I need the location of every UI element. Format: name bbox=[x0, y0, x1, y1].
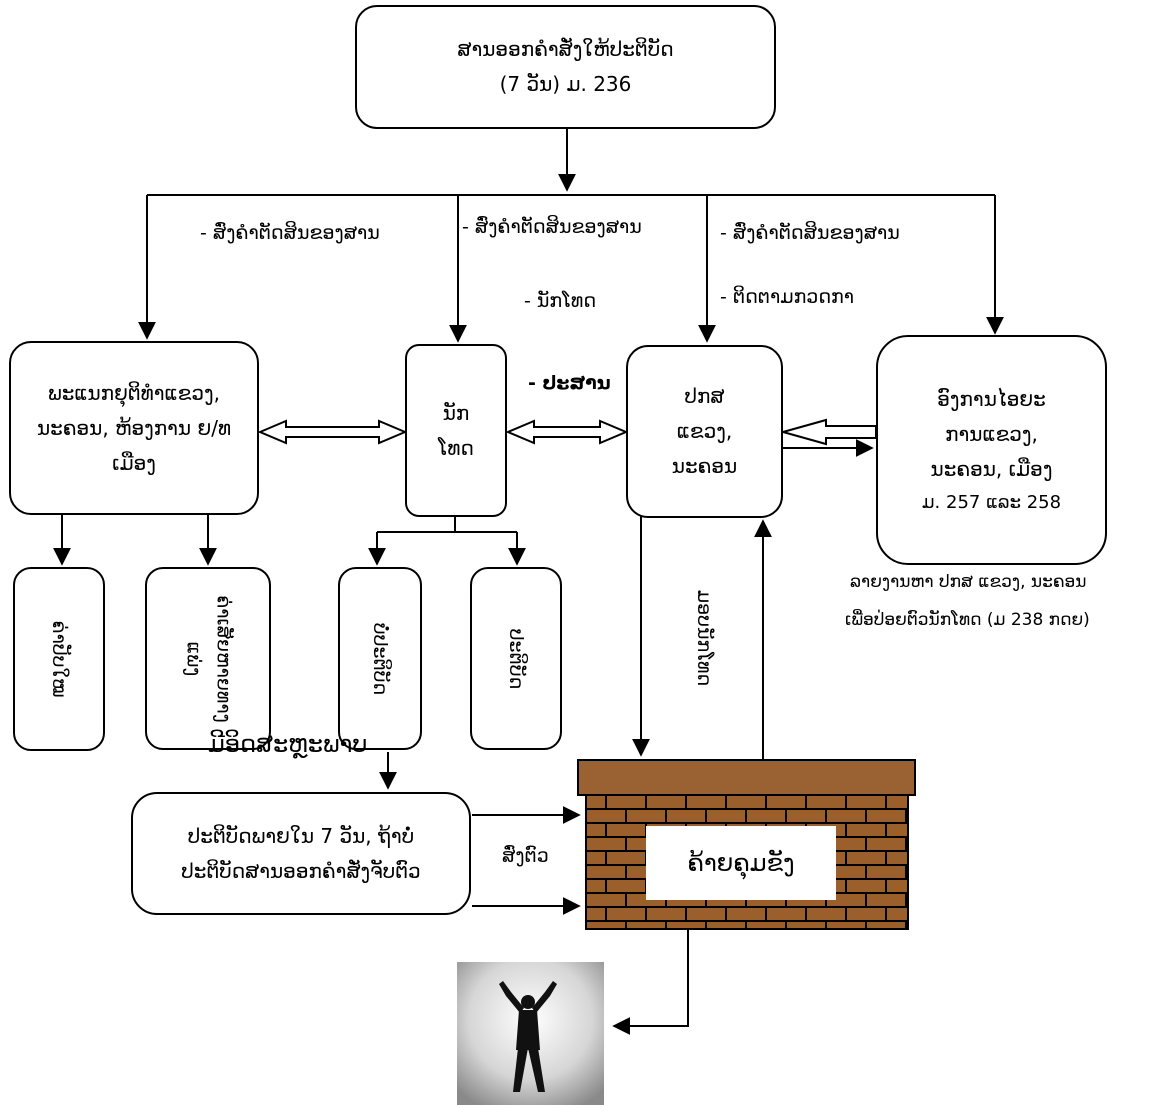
police-line-1: ປກສ bbox=[684, 384, 725, 408]
label-freedom: ມີອິດສະຫຼະພາບ bbox=[208, 730, 368, 758]
prisoner-box: ນັກ ໂທດ bbox=[405, 344, 507, 517]
label-prisoner-send: - ສົ່ງຄຳຕັດສິນຂອງສານ bbox=[462, 216, 642, 238]
admin-box: ອົງການໄອຍະ ການແຂວງ, ນະຄອນ, ເມືອງ ມ. 257 … bbox=[876, 335, 1107, 565]
justice-line-2: ນະຄອນ, ຫ້ອງການ ຍ/ທ bbox=[36, 415, 232, 440]
prisoner-line-2: ໂທດ bbox=[438, 435, 474, 460]
admin-line-1: ອົງການໄອຍະ bbox=[937, 386, 1046, 411]
label-police-monitor: - ຕິດຕາມກວດກາ bbox=[720, 286, 855, 308]
justice-line-1: ພະແນກຍຸຕິທຳແຂວງ, bbox=[47, 380, 221, 405]
prisoner-line-1: ນັກ bbox=[442, 400, 470, 425]
7days-line-2: ປະຕິບັດສານອອກຄຳສັ່ງຈັບຕົວ bbox=[181, 858, 421, 883]
within-7days-box: ປະຕິບັດພາຍໃນ 7 ວັນ, ຖ້າບໍ່ ປະຕິບັດສານອອກ… bbox=[131, 792, 471, 915]
label-coordinate: - ປະສານ bbox=[528, 372, 611, 394]
admin-line-4: ມ. 257 ແລະ 258 bbox=[921, 491, 1062, 513]
label-report-1: ລາຍງານຫາ ປກສ ແຂວງ, ນະຄອນ bbox=[850, 572, 1087, 592]
double-arrow-justice-prisoner bbox=[257, 419, 408, 445]
label-send-person: ສົ່ງຕົວ bbox=[502, 845, 549, 867]
damages-text: ຄ່າເສັຍຫາຍທາງແພ່ງ bbox=[182, 594, 235, 723]
admin-line-2: ການແຂວງ, bbox=[945, 421, 1038, 446]
police-box: ປກສ ແຂວງ, ນະຄອນ bbox=[626, 345, 783, 518]
arrow-prison-to-freed bbox=[612, 928, 689, 1035]
7days-line-1: ປະຕິບັດພາຍໃນ 7 ວັນ, ຖ້າບໍ່ bbox=[187, 823, 415, 848]
justice-line-3: ເມືອງ bbox=[112, 450, 156, 475]
hollow-arrow-admin-to-police bbox=[779, 418, 877, 446]
fine-text: ຄ່າປັບໃໝ bbox=[48, 620, 71, 698]
execute-box: ປະຕິບັດ bbox=[470, 567, 562, 750]
police-line-3: ນະຄອນ bbox=[671, 454, 738, 478]
court-order-line-1: ສານອອກຄຳສັ່ງໃຫ້ປະຕິບັດ bbox=[457, 37, 674, 61]
not-execute-text: ບໍ່ປະຕິບັດ bbox=[369, 622, 392, 695]
not-execute-box: ບໍ່ປະຕິບັດ bbox=[338, 567, 422, 750]
admin-line-3: ນະຄອນ, ເມືອງ bbox=[930, 456, 1053, 481]
prison-roof bbox=[577, 759, 916, 796]
label-handover: ມອບນັກໂທດ bbox=[693, 589, 716, 687]
label-report-2: ເພື່ອປ່ອຍຕົວນັກໂທດ (ມ 238 ກດຍ) bbox=[845, 610, 1090, 630]
court-order-box: ສານອອກຄຳສັ່ງໃຫ້ປະຕິບັດ (7 ວັນ) ມ. 236 bbox=[355, 5, 776, 129]
police-line-2: ແຂວງ, bbox=[676, 419, 733, 443]
court-order-line-2: (7 ວັນ) ມ. 236 bbox=[499, 72, 632, 96]
prison-label: ຄ້າຍຄຸມຂັງ bbox=[646, 826, 836, 900]
execute-text: ປະຕິບັດ bbox=[505, 628, 528, 689]
double-arrow-prisoner-police bbox=[505, 419, 629, 445]
fine-box: ຄ່າປັບໃໝ bbox=[13, 567, 105, 751]
damages-box: ຄ່າເສັຍຫາຍທາງແພ່ງ bbox=[145, 567, 271, 750]
label-prisoner: - ນັກໂທດ bbox=[524, 290, 597, 312]
label-justice-send: - ສົ່ງຄຳຕັດສິນຂອງສານ bbox=[200, 222, 380, 244]
freed-person-icon bbox=[457, 962, 604, 1105]
label-police-send: - ສົ່ງຄຳຕັດສິນຂອງສານ bbox=[720, 222, 900, 244]
justice-dept-box: ພະແນກຍຸຕິທຳແຂວງ, ນະຄອນ, ຫ້ອງການ ຍ/ທ ເມືອ… bbox=[9, 341, 259, 515]
